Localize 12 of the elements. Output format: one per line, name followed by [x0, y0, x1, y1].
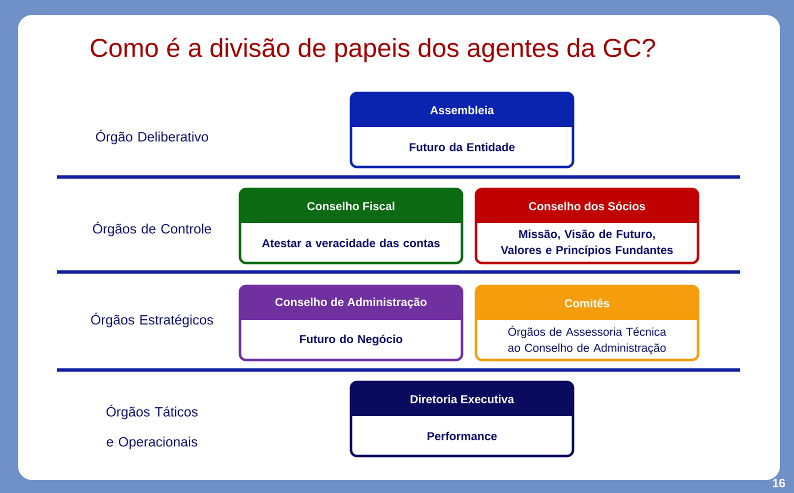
- org-box: Assembleia Futuro da Entidade: [350, 92, 574, 168]
- org-box: Diretoria Executiva Performance: [350, 380, 574, 458]
- slide-title: Como é a divisão de papeis dos agentes da GC?: [90, 38, 656, 62]
- page-number: 16: [772, 478, 786, 488]
- level-label: Órgãos Estratégicos: [91, 312, 214, 328]
- level-label: Órgão Deliberativo: [96, 130, 208, 144]
- level-label: Órgãos Táticos e Operacionais: [106, 404, 198, 450]
- org-box: Conselho Fiscal Atestar a veracidade das contas: [238, 188, 464, 264]
- org-box: Comitês Órgãos de Assessoria Técnica ao Conselho de Administração: [474, 284, 700, 362]
- level-label: Órgãos de Controle: [93, 222, 212, 236]
- org-box: Conselho dos Sócios Missão, Visão de Futuro, Valores e Princípios Fundantes: [474, 188, 700, 264]
- org-box: Conselho de Administração Futuro do Negócio: [238, 284, 464, 362]
